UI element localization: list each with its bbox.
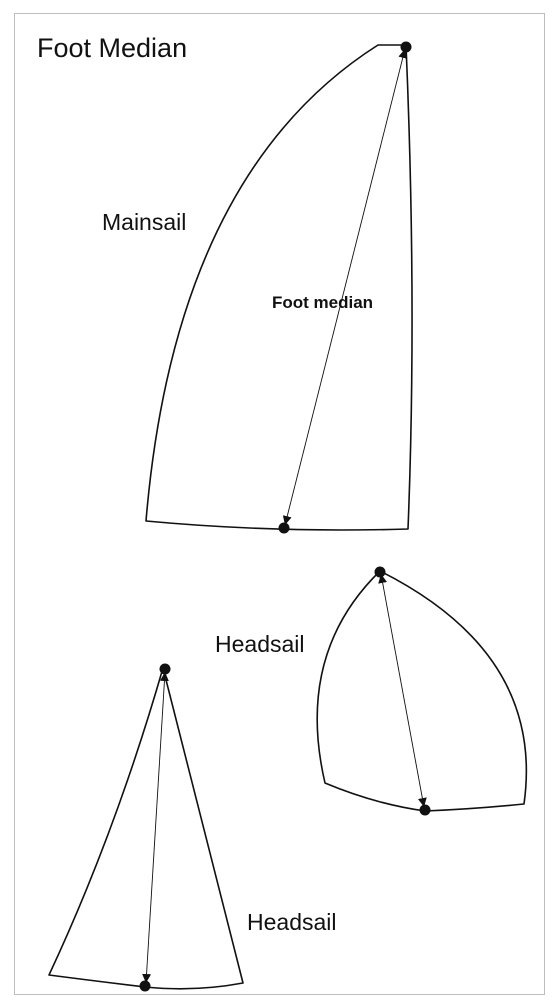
headsail-upper-shape (316, 566, 528, 816)
headsail-upper-label: Headsail (215, 631, 305, 657)
mainsail-head-point (400, 41, 412, 53)
headsail-lower-outline (48, 667, 244, 990)
mainsail-foot-median-line (282, 48, 408, 526)
headsail-lower-foot-midpoint (139, 980, 151, 992)
headsail-upper-foot-median-line (378, 573, 427, 808)
mainsail-label: Mainsail (102, 209, 187, 235)
headsail-lower-foot-median-line (142, 671, 169, 984)
mainsail-outline (145, 44, 413, 531)
headsail-upper-head-point (374, 566, 386, 578)
diagram-title: Foot Median (37, 33, 188, 63)
sail-diagram (48, 41, 528, 992)
headsail-lower-label: Headsail (247, 909, 337, 935)
headsail-upper-outline (316, 570, 528, 812)
headsail-lower-shape (48, 663, 244, 992)
diagram-frame: Foot Median Mainsail Foot median Headsai… (14, 13, 545, 995)
headsail-upper-foot-midpoint (419, 804, 431, 816)
headsail-lower-head-point (159, 663, 171, 675)
mainsail-foot-midpoint (278, 522, 290, 534)
foot-median-label: Foot median (272, 293, 374, 312)
mainsail-shape (145, 41, 413, 534)
